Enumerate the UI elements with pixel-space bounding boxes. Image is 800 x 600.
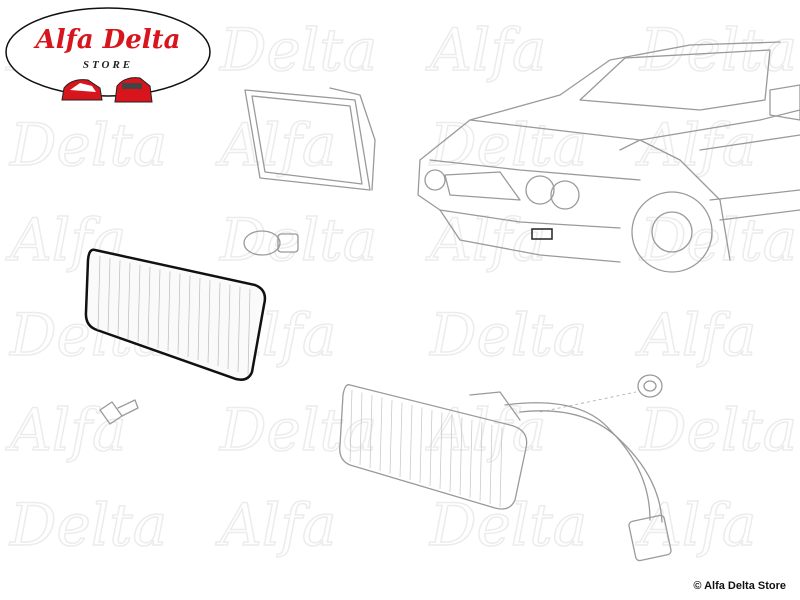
lens-rib: [157, 269, 161, 349]
watermark-text: Alfa: [425, 396, 546, 464]
lens-rib: [207, 280, 211, 364]
watermark-text: Delta: [429, 301, 587, 369]
lens-rib: [137, 264, 141, 343]
assembly-rib: [349, 389, 353, 463]
watermark-text: Delta: [429, 491, 587, 559]
watermark-text: Alfa: [425, 16, 546, 84]
watermark-text: Alfa: [425, 206, 546, 274]
lens-rib: [117, 260, 121, 337]
assembly-rib: [439, 412, 443, 490]
lens-rib: [197, 277, 201, 361]
screw-part: [99, 399, 139, 425]
lens-rib: [217, 282, 221, 367]
watermark-text: Alfa: [635, 301, 756, 369]
copyright-notice: © Alfa Delta Store: [693, 580, 786, 592]
logo-cars-icon: [61, 77, 153, 103]
assembly-rib: [479, 422, 483, 502]
watermark-text: Alfa: [635, 111, 756, 179]
assembly-rib: [469, 419, 473, 499]
lens-rib: [247, 288, 251, 376]
grommet-part: [637, 374, 663, 398]
assembly-rib: [429, 409, 433, 487]
assembly-rib: [369, 394, 373, 469]
watermark-text: Delta: [219, 396, 377, 464]
watermark-text: Delta: [9, 111, 167, 179]
lamp-assembly-part: [339, 384, 672, 562]
watermark-text: Alfa: [635, 491, 756, 559]
lens-rib: [147, 266, 151, 346]
watermark-text: Delta: [639, 396, 797, 464]
car-front-drawing: [417, 41, 800, 273]
watermark-text: Delta: [9, 491, 167, 559]
lens-rib: [227, 284, 231, 370]
assembly-rib: [379, 397, 383, 472]
lens-rib: [97, 255, 101, 331]
assembly-rib: [389, 399, 393, 475]
lens-rib: [187, 275, 191, 358]
watermark-text: Alfa: [215, 111, 336, 179]
lamp-housing-part: [244, 87, 376, 191]
assembly-rib: [449, 414, 453, 493]
assembly-rib: [489, 424, 493, 505]
watermark-text: Delta: [639, 206, 797, 274]
lens-rib: [127, 262, 131, 340]
assembly-rib: [419, 407, 423, 484]
lens-rib: [167, 271, 171, 352]
lens-rib: [237, 286, 241, 373]
logo-title: Alfa Delta: [33, 25, 181, 55]
assembly-rib: [409, 404, 413, 481]
watermark-pattern: AlfaDeltaAlfaDeltaDeltaAlfaDeltaAlfaAlfa…: [4, 15, 798, 560]
assembly-rib: [499, 427, 503, 508]
lens-rib: [177, 273, 181, 355]
watermark-text: Alfa: [215, 491, 336, 559]
bulb-part: [243, 230, 299, 256]
watermark-text: Alfa: [5, 396, 126, 464]
watermark-text: Delta: [219, 16, 377, 84]
assembly-rib: [359, 392, 363, 466]
assembly-rib: [459, 417, 463, 496]
alfa-delta-store-logo[interactable]: Alfa Delta STORE: [5, 7, 211, 103]
assembly-rib: [399, 402, 403, 478]
lens-rib: [107, 258, 111, 334]
logo-subtitle: STORE: [83, 59, 133, 71]
lens-part-highlighted[interactable]: [84, 248, 267, 381]
